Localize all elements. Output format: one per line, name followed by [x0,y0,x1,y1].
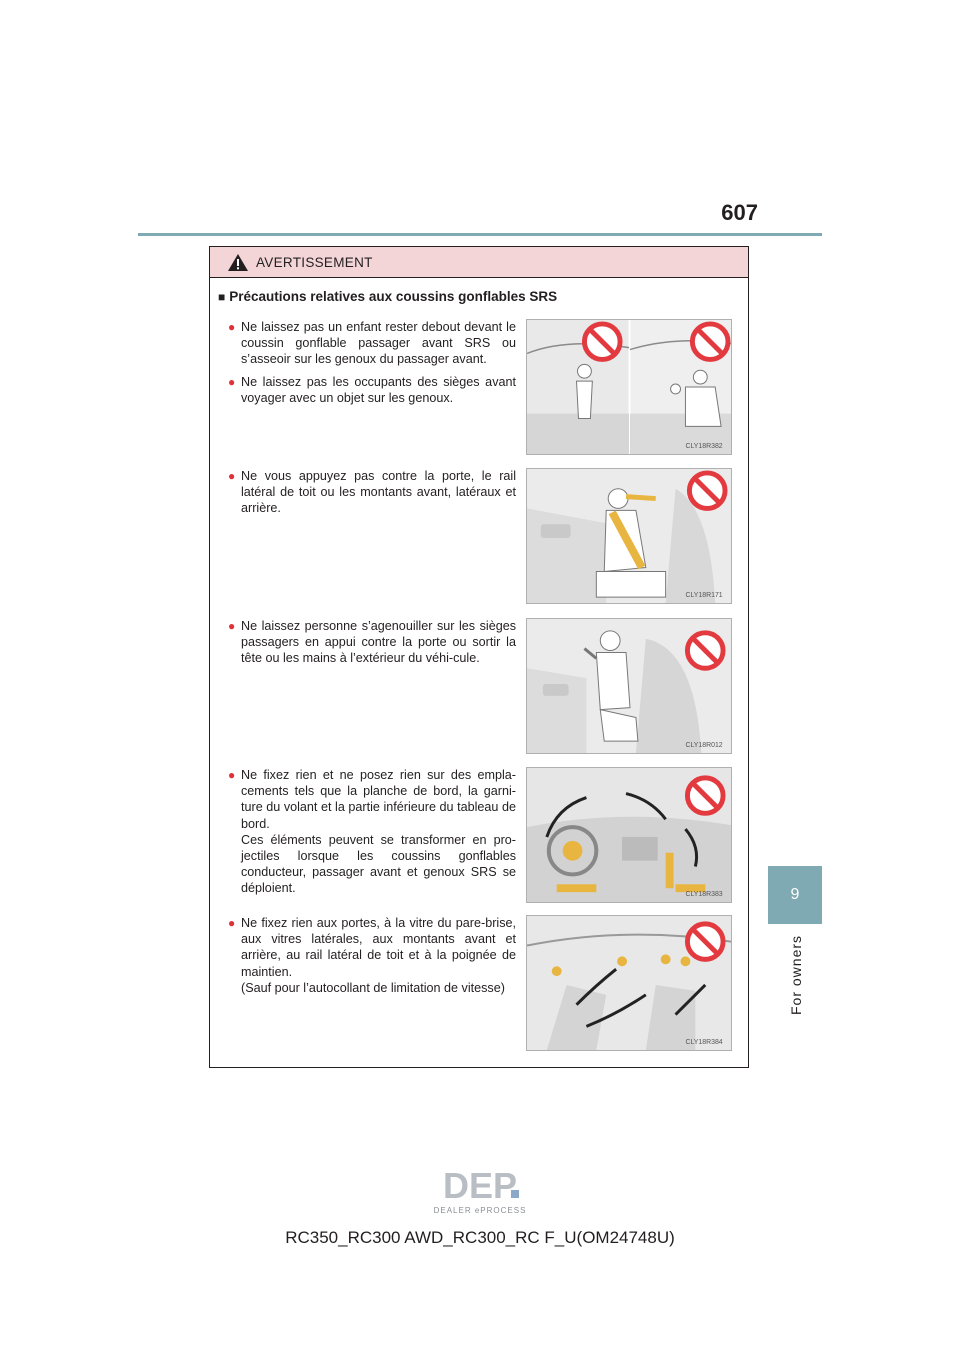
list-item-text: Ne fixez rien et ne posez rien sur des e… [241,768,516,831]
header-rule [138,233,822,236]
illustration-dashboard-objects: CLY18R383 [526,767,732,903]
square-bullet-icon: ■ [218,290,226,304]
chapter-tab: 9 [768,866,822,924]
section-title: ■Précautions relatives aux coussins gonf… [218,289,557,304]
illustration-kneeling-seat: CLY18R012 [526,618,732,754]
list-item-text: Ne laissez pas un enfant rester debout d… [241,320,516,367]
list-item: ● Ne vous appuyez pas contre la porte, l… [228,468,516,517]
list-item: ● Ne fixez rien et ne posez rien sur des… [228,767,516,897]
image-code: CLY18R384 [685,1039,722,1046]
image-code: CLY18R383 [685,891,722,898]
logo-subtext: DEALER ePROCESS [434,1206,527,1215]
warning-header: AVERTISSEMENT [210,247,748,278]
chapter-number: 9 [790,886,800,903]
chapter-label: For owners [788,935,804,1016]
image-code: CLY18R012 [685,742,722,749]
bullet-icon: ● [228,469,236,483]
list-item-text: Ne laissez pas les occupants des sièges … [241,374,516,405]
image-code: CLY18R171 [685,592,722,599]
bullet-icon: ● [228,619,236,633]
warning-heading: AVERTISSEMENT [256,254,373,270]
warning-box: AVERTISSEMENT ■Précautions relatives aux… [209,246,749,1068]
list-item-text: Ne fixez rien aux portes, à la vitre du … [241,916,516,979]
list-item-note: (Sauf pour l’autocollant de limitation d… [241,980,505,995]
document-code: RC350_RC300 AWD_RC300_RC F_U(OM24748U) [285,1228,675,1247]
illustration-leaning-door: CLY18R171 [526,468,732,604]
section-title-text: Précautions relatives aux coussins gonfl… [229,289,558,304]
logo-text: DEP [443,1166,517,1206]
illustration-cabin-objects: CLY18R384 [526,915,732,1051]
bullet-icon: ● [228,374,236,389]
list-item-text: Ne laissez personne s’agenouiller sur le… [241,619,516,666]
image-code: CLY18R382 [685,443,722,450]
page-number: 607 [721,200,758,225]
list-item: ● Ne laissez pas un enfant rester debout… [228,319,516,406]
warning-triangle-icon [228,253,248,271]
list-item-text: Ne vous appuyez pas contre la porte, le … [241,469,516,516]
list-item-note: Ces éléments peuvent se transformer en p… [241,832,516,896]
bullet-icon: ● [228,320,236,334]
bullet-icon: ● [228,916,236,930]
bullet-icon: ● [228,768,236,782]
illustration-child-airbag: CLY18R382 [526,319,732,455]
list-item: ● Ne laissez personne s’agenouiller sur … [228,618,516,667]
list-item: ● Ne fixez rien aux portes, à la vitre d… [228,915,516,996]
dealer-eprocess-logo: DEP DEALER ePROCESS [415,1166,545,1215]
